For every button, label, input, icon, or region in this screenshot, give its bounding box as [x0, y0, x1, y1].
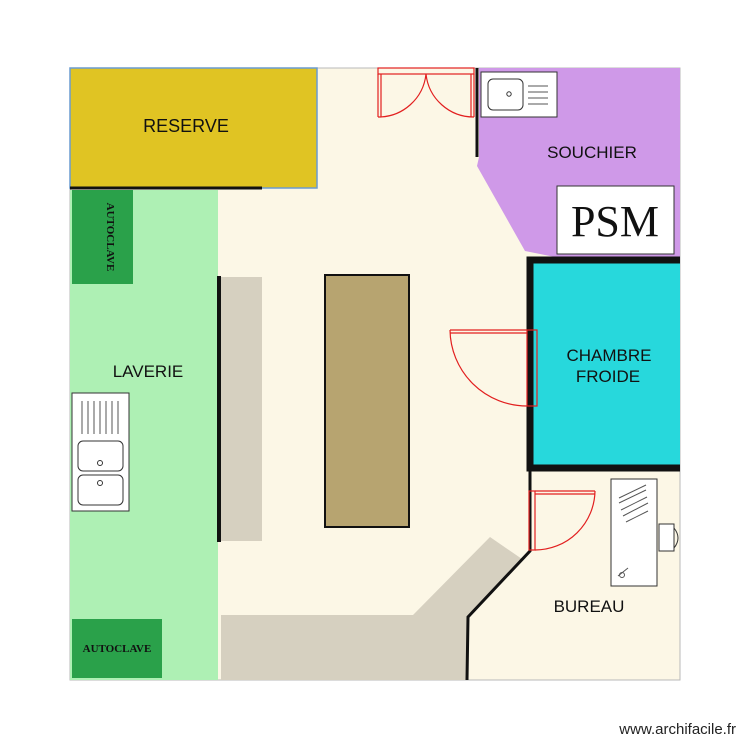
wall-bureau	[465, 470, 532, 681]
door-chambre-froide[interactable]	[449, 329, 538, 407]
label-chambre-froide-2: FROIDE	[576, 367, 640, 386]
counter-vertical	[221, 277, 262, 541]
label-psm: PSM	[571, 197, 659, 246]
autoclave-bottom[interactable]	[72, 619, 162, 678]
label-laverie: LAVERIE	[113, 362, 184, 381]
door-top-double[interactable]	[377, 67, 475, 118]
central-island	[324, 274, 410, 528]
watermark: www.archifacile.fr	[619, 721, 736, 738]
sink-double-icon[interactable]	[71, 392, 130, 512]
psm-box[interactable]	[556, 185, 675, 255]
wall-chambre-froide	[526, 256, 680, 472]
desk-icon[interactable]	[610, 478, 679, 587]
autoclave-top[interactable]	[72, 190, 133, 284]
label-reserve: RESERVE	[143, 116, 229, 136]
label-autoclave-top: AUTOCLAVE	[104, 203, 116, 272]
room-chambre-froide[interactable]	[532, 262, 680, 466]
counter-bottom	[221, 537, 522, 680]
label-bureau: BUREAU	[554, 597, 625, 616]
room-reserve[interactable]	[69, 67, 318, 189]
label-autoclave-bottom: AUTOCLAVE	[83, 643, 152, 655]
door-bureau[interactable]	[528, 490, 596, 551]
label-chambre-froide-1: CHAMBRE	[566, 346, 651, 365]
sink-single-icon[interactable]	[480, 71, 558, 118]
label-souchier: SOUCHIER	[547, 143, 637, 162]
